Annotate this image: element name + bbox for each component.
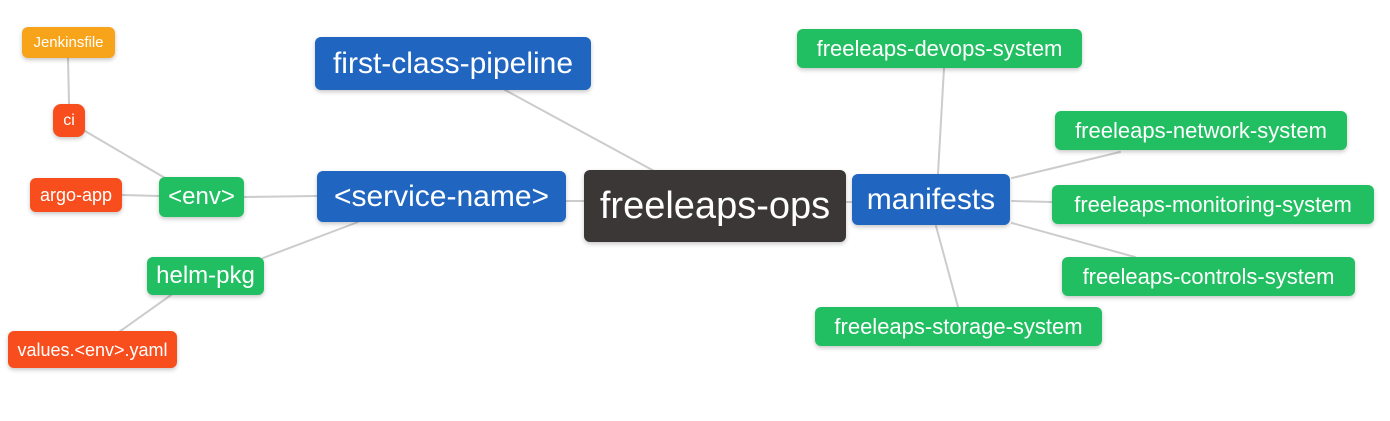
node-env[interactable]: <env> <box>159 177 244 217</box>
edge-pipeline-freeleaps-ops <box>504 89 657 173</box>
edge-manifests-network <box>1011 151 1121 179</box>
node-freeleaps-devops-system[interactable]: freeleaps-devops-system <box>797 29 1082 68</box>
edge-service-name-helm-pkg <box>262 221 359 259</box>
edge-env-service-name <box>243 195 318 198</box>
node-freeleaps-monitoring-system[interactable]: freeleaps-monitoring-system <box>1052 185 1374 224</box>
node-helm-pkg[interactable]: helm-pkg <box>147 257 264 295</box>
edge-argo-app-env <box>121 194 160 197</box>
edge-manifests-monitoring <box>1011 200 1053 203</box>
node-freeleaps-ops[interactable]: freeleaps-ops <box>584 170 846 242</box>
node-values-env-yaml[interactable]: values.<env>.yaml <box>8 331 177 368</box>
node-freeleaps-controls-system[interactable]: freeleaps-controls-system <box>1062 257 1355 296</box>
node-service-name[interactable]: <service-name> <box>317 171 566 222</box>
edge-helm-pkg-values <box>118 294 172 333</box>
edge-manifests-controls <box>1011 222 1136 258</box>
node-ci[interactable]: ci <box>53 104 85 137</box>
edge-jenkinsfile-ci <box>67 56 70 105</box>
node-manifests[interactable]: manifests <box>852 174 1010 225</box>
node-freeleaps-storage-system[interactable]: freeleaps-storage-system <box>815 307 1102 346</box>
edge-manifests-devops <box>937 67 945 175</box>
edge-ci-env <box>84 130 166 179</box>
node-jenkinsfile[interactable]: Jenkinsfile <box>22 27 115 58</box>
edge-manifests-storage <box>935 225 959 308</box>
node-argo-app[interactable]: argo-app <box>30 178 122 212</box>
node-first-class-pipeline[interactable]: first-class-pipeline <box>315 37 591 90</box>
node-freeleaps-network-system[interactable]: freeleaps-network-system <box>1055 111 1347 150</box>
